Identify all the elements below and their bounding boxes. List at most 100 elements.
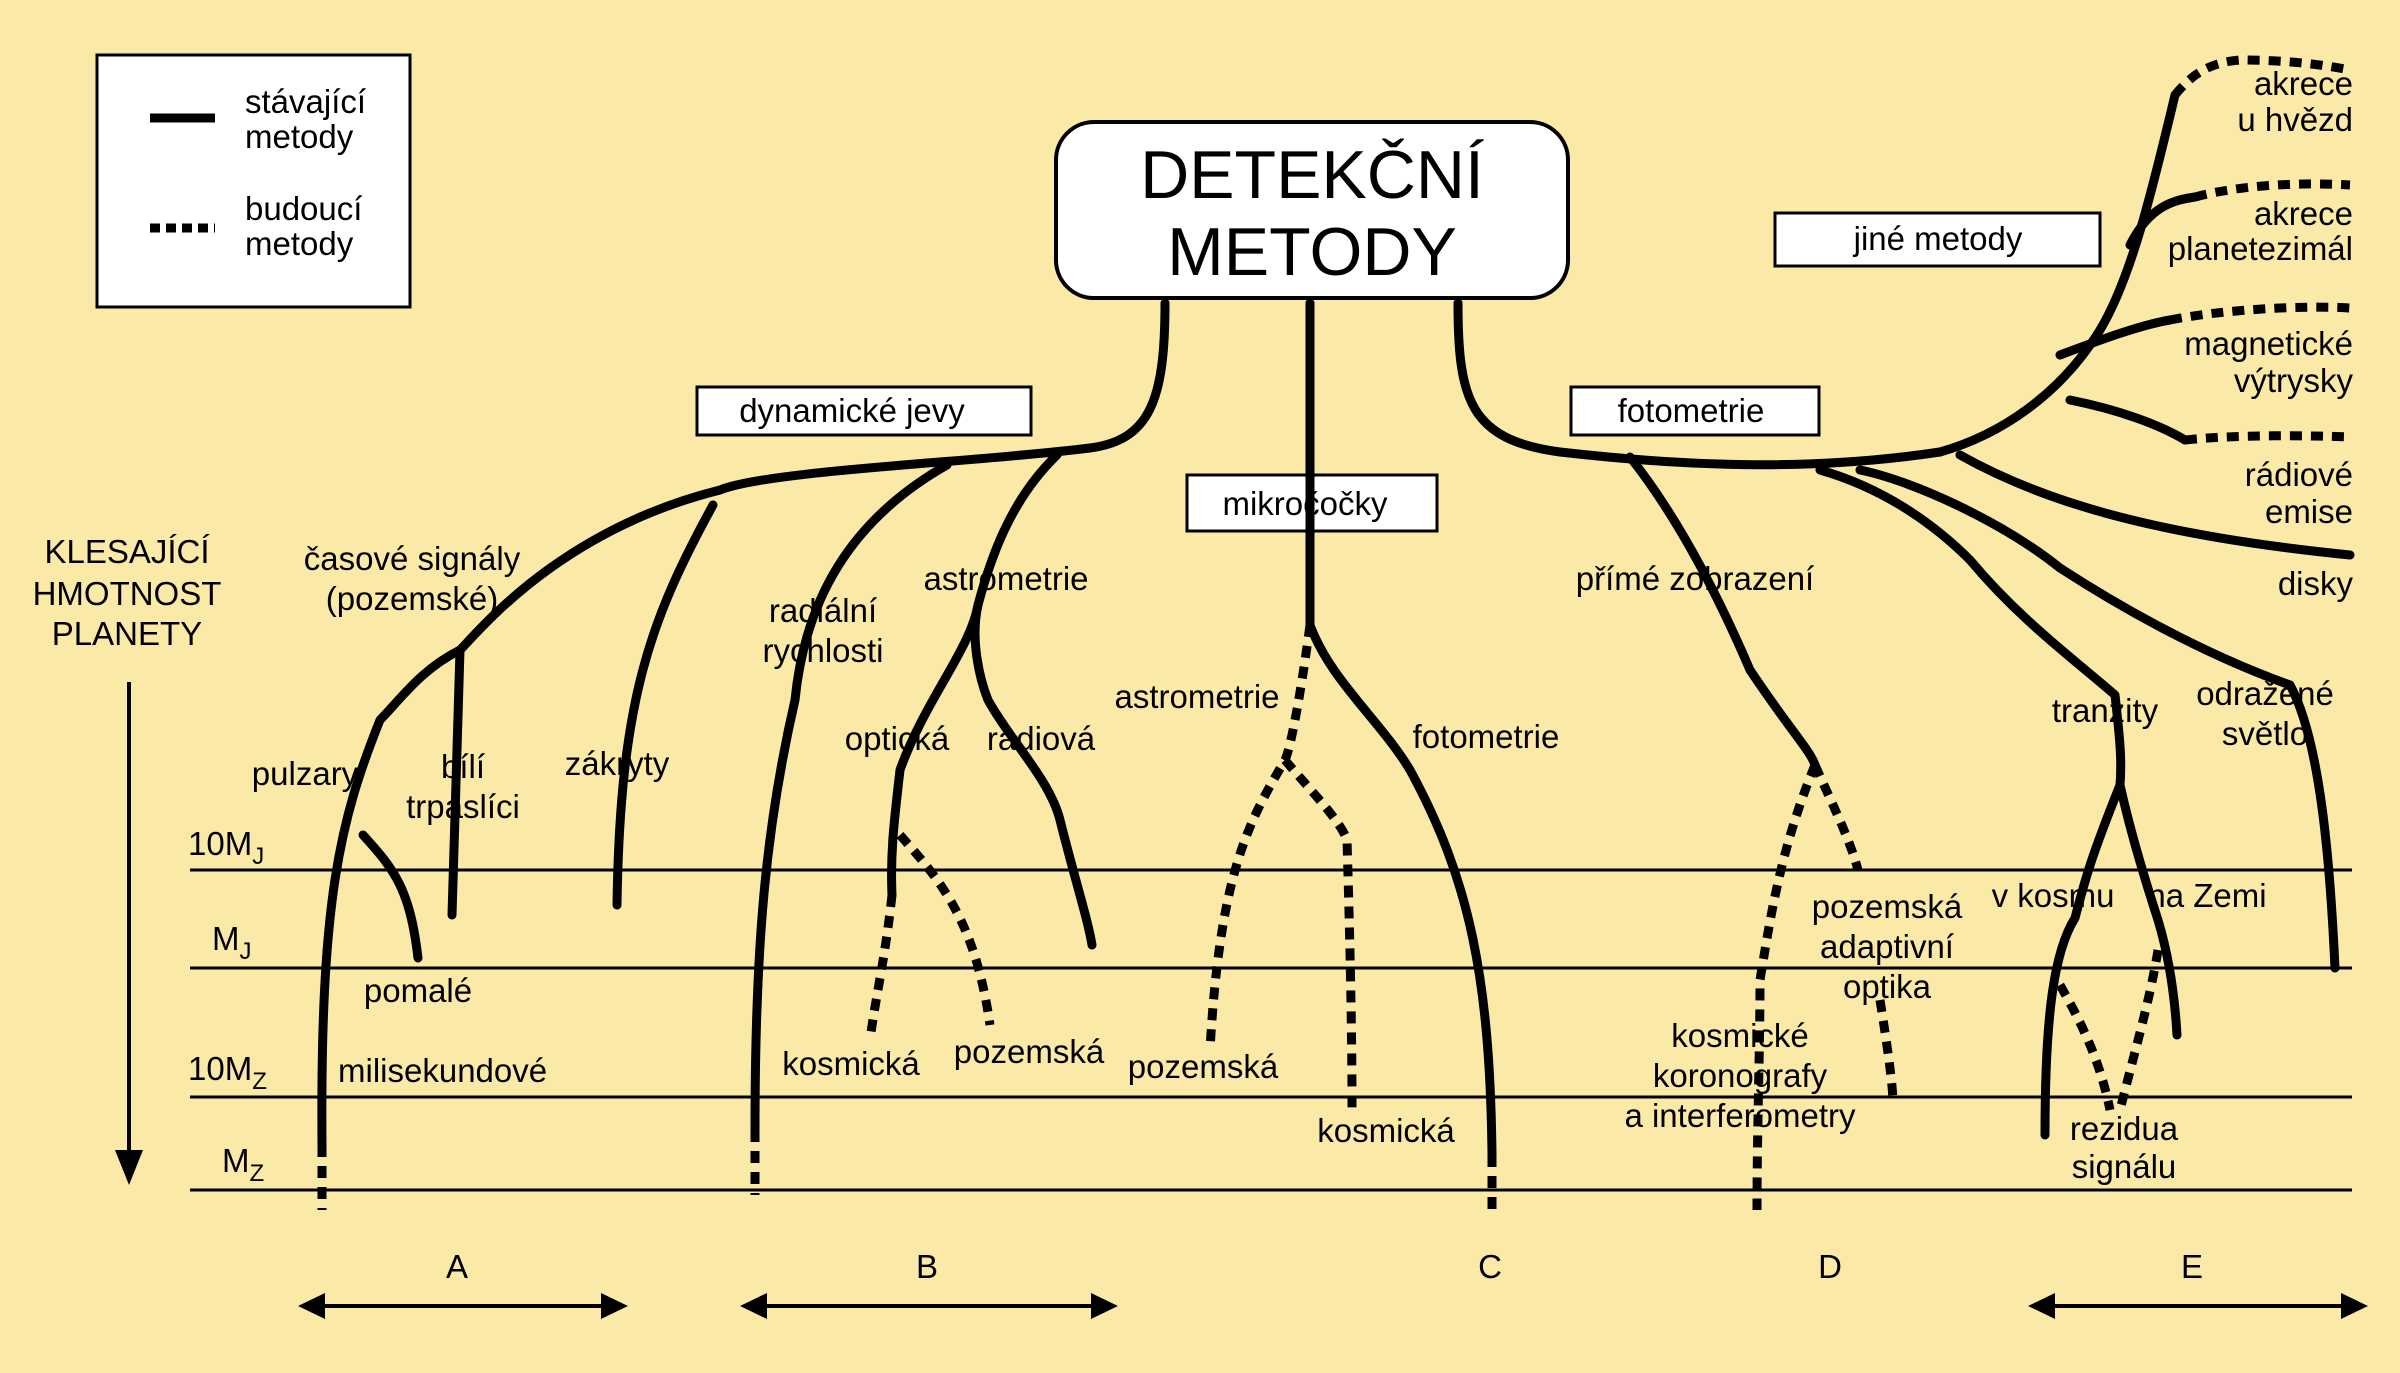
category-microlensing: mikročočky bbox=[1222, 485, 1388, 522]
arrow-b bbox=[740, 1293, 1118, 1319]
legend-future-2: metody bbox=[245, 225, 354, 262]
label-accretion-planetesimals-2: planetezimál bbox=[2168, 230, 2353, 267]
group-markers: A B C D E bbox=[298, 1248, 2368, 1319]
label-radio-emission-1: rádiové bbox=[2245, 456, 2353, 493]
arrow-e bbox=[2028, 1293, 2368, 1319]
level-10mj: 10MJ bbox=[188, 825, 264, 870]
branch-on-earth bbox=[2115, 780, 2182, 1040]
label-astrometry: astrometrie bbox=[923, 560, 1088, 597]
label-micro-ground: pozemská bbox=[1128, 1048, 1279, 1085]
future-magnetic bbox=[2169, 302, 2351, 325]
title-line-1: DETEKČNÍ bbox=[1140, 137, 1484, 213]
future-adaptive-optics bbox=[1810, 763, 1863, 872]
future-radio-emission bbox=[2184, 431, 2351, 445]
mass-axis: KLESAJÍCÍ HMOTNOST PLANETY bbox=[33, 533, 222, 1185]
label-timing-1: časové signály bbox=[304, 540, 521, 577]
label-optical: optická bbox=[845, 720, 950, 757]
branch-planetesimals bbox=[2125, 192, 2200, 250]
branch-slow bbox=[358, 830, 423, 963]
group-b: B bbox=[916, 1248, 938, 1285]
future-coronagraphs bbox=[1752, 763, 1820, 1211]
label-direct-imaging: přímé zobrazení bbox=[1576, 560, 1814, 597]
label-millisecond: milisekundové bbox=[338, 1052, 547, 1089]
branch-timing bbox=[317, 485, 725, 1150]
legend-future-1: budoucí bbox=[245, 190, 362, 227]
axis-label-3: PLANETY bbox=[52, 615, 202, 652]
level-mj: MJ bbox=[212, 920, 252, 965]
branch-disks bbox=[1955, 450, 2355, 560]
label-reflected-1: odražené bbox=[2196, 675, 2334, 712]
label-eclipses: zákryty bbox=[565, 745, 670, 782]
branch-white-dwarfs bbox=[447, 645, 465, 920]
legend-existing-1: stávající bbox=[245, 83, 366, 120]
future-space-b bbox=[865, 894, 897, 1041]
axis-arrow-head bbox=[115, 1150, 143, 1185]
label-reflected-2: světlo bbox=[2222, 715, 2308, 752]
label-adaptive-1: pozemská bbox=[1812, 888, 1963, 925]
label-magnetic-2: výtrysky bbox=[2234, 362, 2354, 399]
title-line-2: METODY bbox=[1167, 214, 1457, 290]
label-adaptive-2: adaptivní bbox=[1820, 928, 1954, 965]
group-d: D bbox=[1818, 1248, 1842, 1285]
branch-radio-emission bbox=[2065, 395, 2190, 445]
branch-radial-velocity bbox=[750, 460, 952, 1135]
future-accretion-planetesimals bbox=[2193, 179, 2351, 202]
branch-transits bbox=[1815, 465, 2126, 790]
label-space-b: kosmická bbox=[782, 1045, 920, 1082]
future-micro-space bbox=[1281, 757, 1357, 1111]
branch-reflected-light bbox=[1855, 465, 2340, 973]
label-coronagraphs-3: a interferometry bbox=[1624, 1097, 1856, 1134]
label-adaptive-3: optika bbox=[1843, 968, 1932, 1005]
trunk-left bbox=[715, 298, 1170, 495]
mass-level-lines bbox=[190, 868, 2352, 1192]
group-a: A bbox=[446, 1248, 468, 1285]
label-accretion-stars-1: akrece bbox=[2254, 65, 2353, 102]
tree-solid bbox=[317, 90, 2355, 1160]
axis-label-1: KLESAJÍCÍ bbox=[44, 533, 210, 570]
label-micro-astrometry: astrometrie bbox=[1114, 678, 1279, 715]
branch-labels: časové signály (pozemské) pulzary bílí t… bbox=[252, 65, 2354, 1185]
axis-label-2: HMOTNOST bbox=[33, 575, 222, 612]
label-micro-space: kosmická bbox=[1317, 1112, 1455, 1149]
label-pulsars: pulzary bbox=[252, 755, 359, 792]
future-residual-space bbox=[2056, 982, 2115, 1111]
label-in-space: v kosmu bbox=[1992, 877, 2115, 914]
tree-dotted bbox=[317, 55, 2351, 1215]
branch-optical bbox=[887, 600, 983, 900]
label-radio-emission-2: emise bbox=[2265, 493, 2353, 530]
legend-existing-2: metody bbox=[245, 118, 354, 155]
label-transits: tranzity bbox=[2052, 692, 2159, 729]
label-slow: pomalé bbox=[364, 972, 472, 1009]
category-photometry: fotometrie bbox=[1618, 392, 1765, 429]
label-radio: radiová bbox=[987, 720, 1096, 757]
label-timing-2: (pozemské) bbox=[326, 580, 498, 617]
group-c: C bbox=[1478, 1248, 1502, 1285]
label-coronagraphs-2: koronografy bbox=[1653, 1057, 1828, 1094]
label-accretion-planetesimals-1: akrece bbox=[2254, 195, 2353, 232]
branch-magnetic bbox=[2055, 315, 2175, 360]
branch-other-main bbox=[1935, 90, 2180, 457]
label-on-earth: na Zemi bbox=[2147, 877, 2266, 914]
title-box: DETEKČNÍ METODY bbox=[1054, 120, 1570, 300]
category-dynamic: dynamické jevy bbox=[739, 392, 965, 429]
level-labels: 10MJ MJ 10MZ MZ bbox=[188, 825, 267, 1187]
future-adaptive-optics-end bbox=[1875, 999, 1898, 1101]
arrow-a bbox=[298, 1293, 628, 1319]
branch-astrometry bbox=[970, 450, 1097, 950]
label-radial-2: rychlosti bbox=[762, 632, 883, 669]
label-residuals-1: rezidua bbox=[2070, 1110, 2179, 1147]
trunk-right bbox=[1453, 298, 1945, 470]
level-10mz: 10MZ bbox=[188, 1050, 267, 1095]
legend: stávající metody budoucí metody bbox=[95, 53, 412, 309]
branch-micro-photometry bbox=[1305, 620, 1497, 1160]
branch-eclipses bbox=[612, 500, 718, 910]
level-mz: MZ bbox=[222, 1142, 264, 1187]
label-accretion-stars-2: u hvězd bbox=[2237, 101, 2353, 138]
future-ground-b bbox=[896, 832, 995, 1026]
future-micro-astrometry bbox=[1205, 624, 1315, 1051]
label-white-dwarfs-2: trpaslíci bbox=[406, 788, 520, 825]
label-residuals-2: signálu bbox=[2072, 1148, 2177, 1185]
label-micro-photometry: fotometrie bbox=[1413, 718, 1560, 755]
group-e: E bbox=[2181, 1248, 2203, 1285]
